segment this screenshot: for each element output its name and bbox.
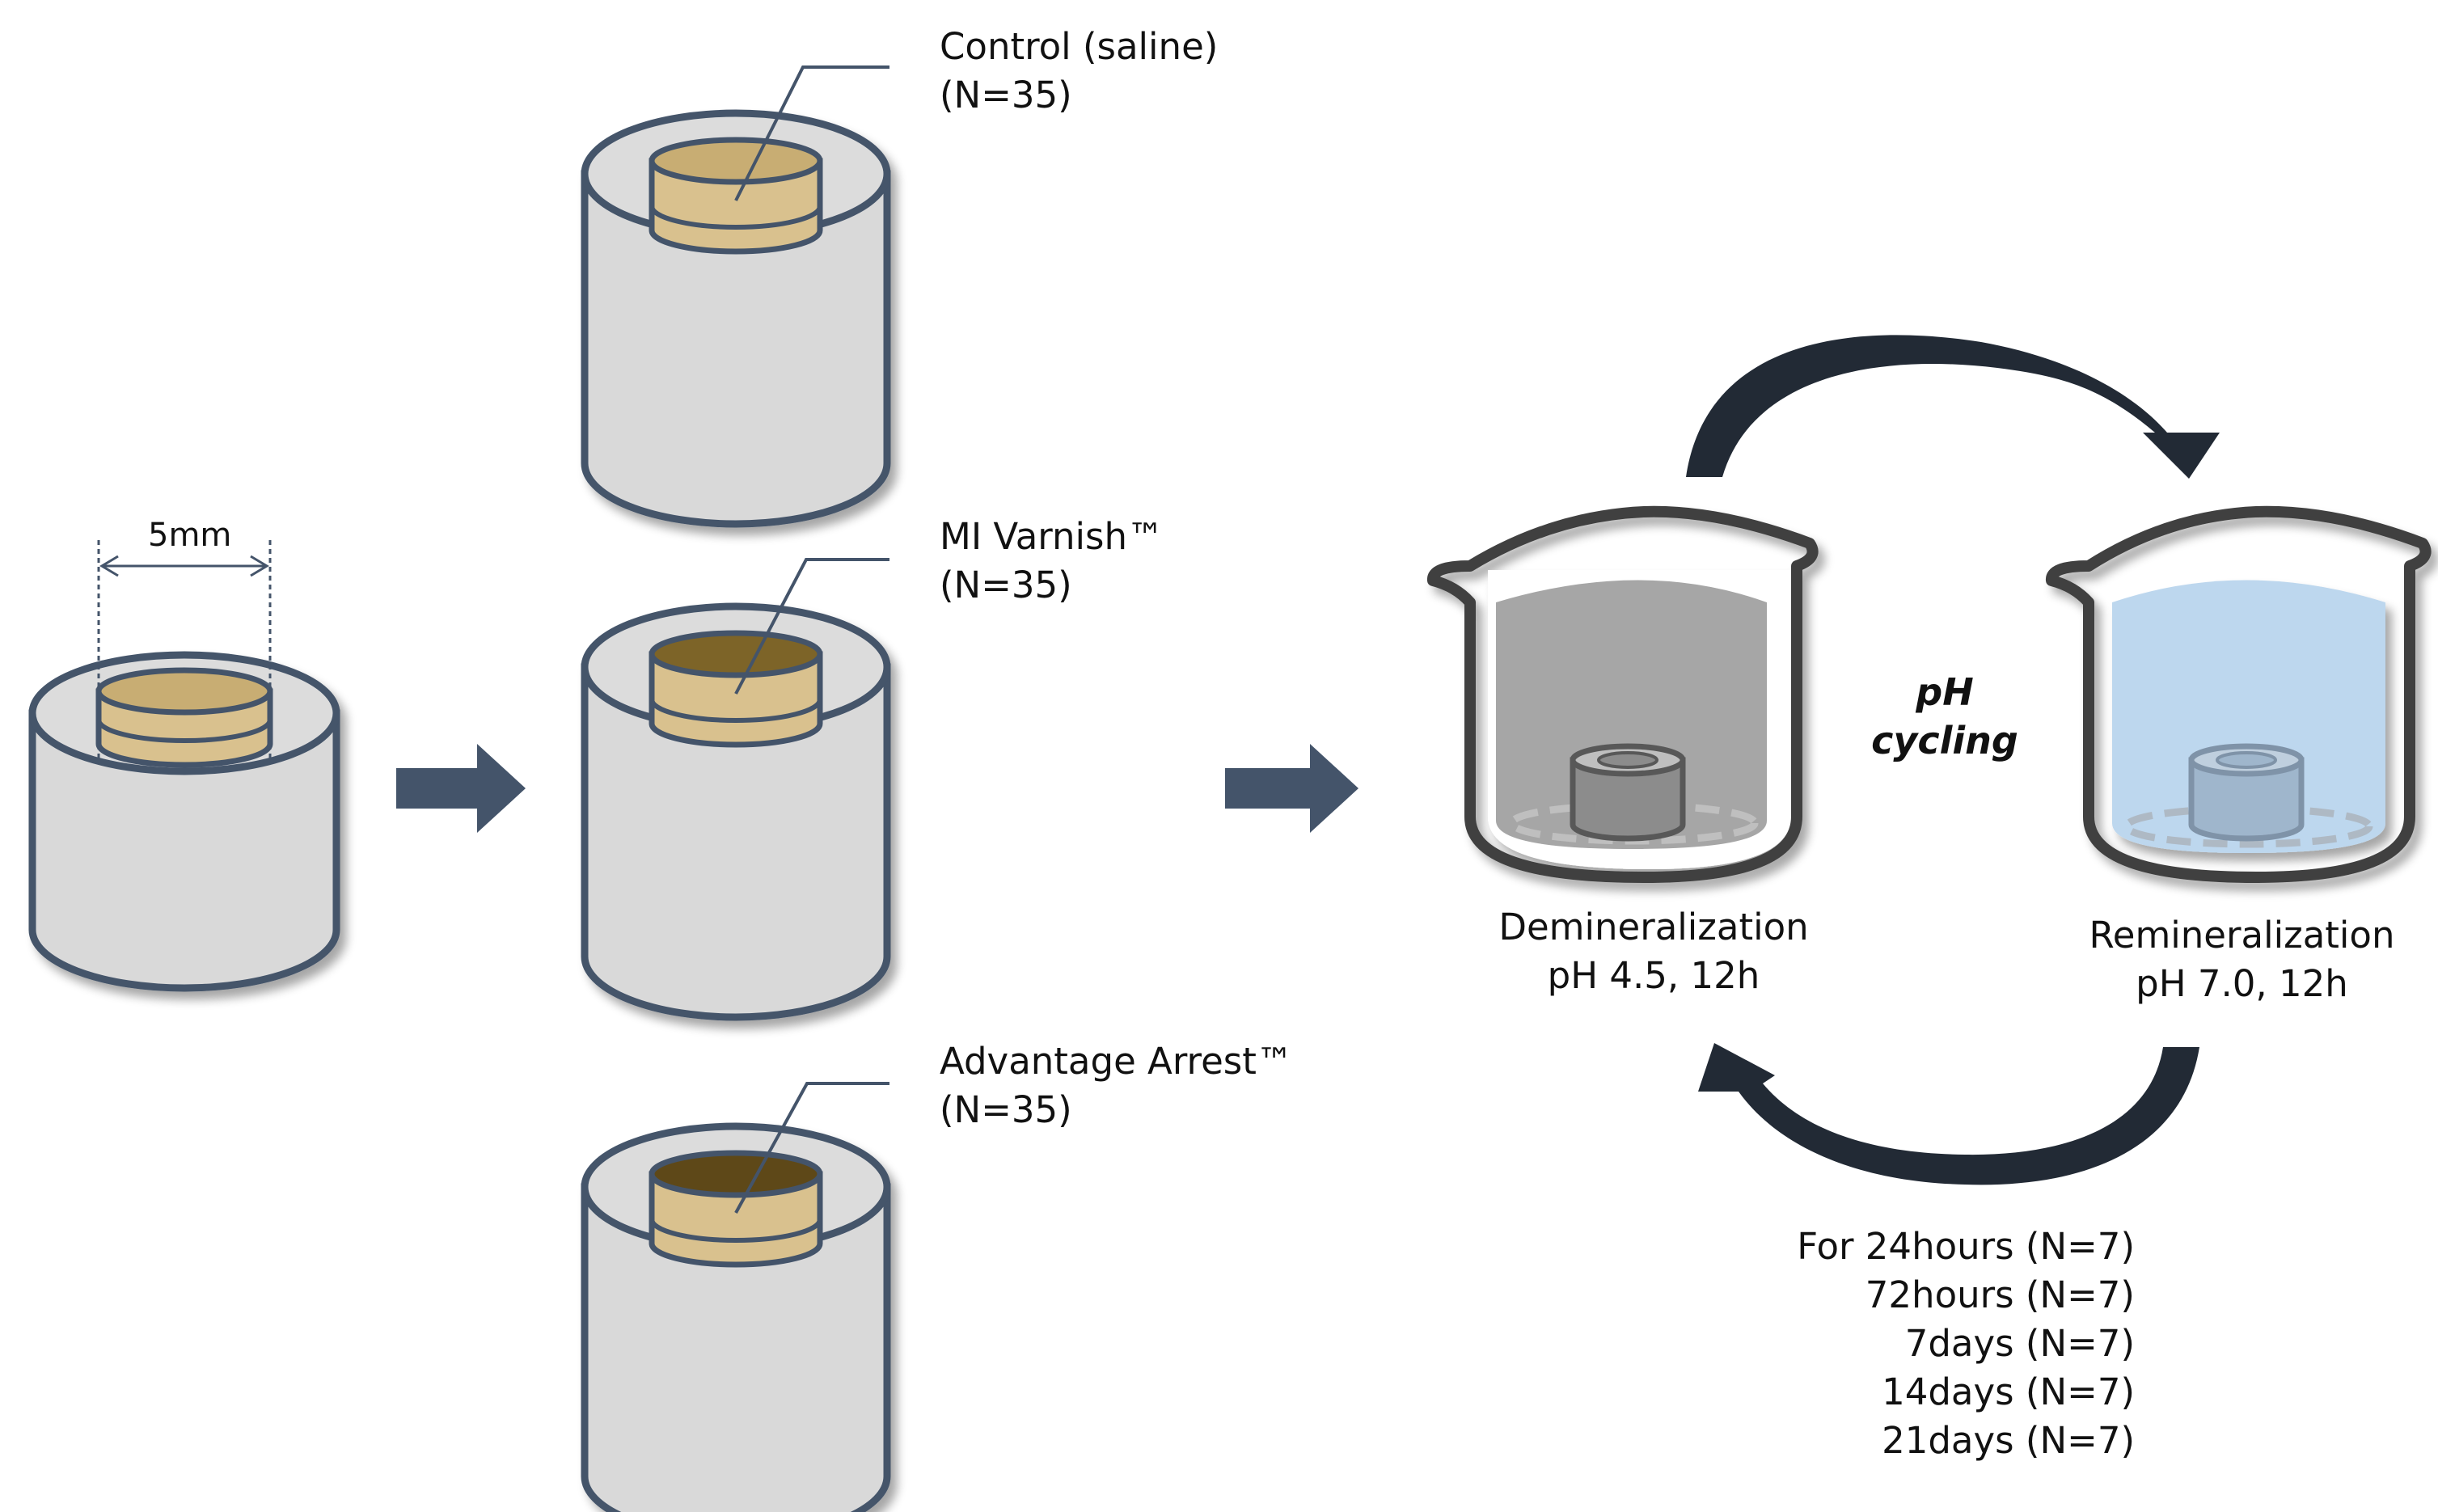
tooth-specimen xyxy=(95,667,273,768)
treated-surface-mi-varnish xyxy=(649,630,823,678)
treated-surface-advantage-arrest xyxy=(649,1150,823,1198)
demin-solution xyxy=(1496,580,1767,849)
duration-item: 72hours (N=7) xyxy=(1865,1273,2135,1316)
demineralization-beaker xyxy=(1427,505,1819,883)
duration-item: 14days (N=7) xyxy=(1882,1371,2135,1413)
demineralization-condition: pH 4.5, 12h xyxy=(1547,954,1760,997)
cycle-arrow-bottom xyxy=(1698,1043,2199,1185)
right-arrow-1 xyxy=(396,744,526,833)
cycle-arrow-top xyxy=(1686,335,2220,479)
group-label-control: Control (saline) (N=35) xyxy=(940,23,1218,120)
ph-cycling-label: pH cycling xyxy=(1871,670,2018,762)
group-sample-size: (N=35) xyxy=(940,564,1072,606)
duration-item: 21days (N=7) xyxy=(1882,1419,2135,1462)
duration-item: 7days (N=7) xyxy=(1904,1322,2135,1365)
demineralization-label: Demineralization pH 4.5, 12h xyxy=(1460,903,1848,1000)
group-name: MI Varnish™ xyxy=(940,515,1164,558)
remineralization-title: Remineralization xyxy=(2089,914,2395,957)
group-sample-size: (N=35) xyxy=(940,74,1072,116)
tooth-specimen-advantage-arrest xyxy=(649,1150,823,1268)
remineralization-beaker xyxy=(2046,505,2432,883)
duration-list: For 24hours (N=7) 72hours (N=7) 7days (N… xyxy=(1747,1223,2135,1465)
tooth-specimen-control xyxy=(649,137,823,255)
group-name: Advantage Arrest™ xyxy=(940,1040,1293,1083)
remineralization-condition: pH 7.0, 12h xyxy=(2136,962,2348,1005)
remin-solution xyxy=(2112,580,2385,853)
group-sample-size: (N=35) xyxy=(940,1088,1072,1131)
remineralization-label: Remineralization pH 7.0, 12h xyxy=(2054,911,2430,1008)
group-label-advantage-arrest: Advantage Arrest™ (N=35) xyxy=(940,1037,1293,1134)
demineralization-title: Demineralization xyxy=(1498,906,1809,948)
dimension-label: 5mm xyxy=(148,517,232,554)
leader-lines xyxy=(734,65,889,1214)
group-label-mi-varnish: MI Varnish™ (N=35) xyxy=(940,513,1164,610)
duration-item: For 24hours (N=7) xyxy=(1797,1225,2135,1268)
treated-surface-control xyxy=(649,137,823,185)
group-name: Control (saline) xyxy=(940,25,1219,68)
right-arrow-2 xyxy=(1225,744,1358,833)
tooth-specimen-mi-varnish xyxy=(649,630,823,748)
dimension-marker xyxy=(97,540,272,760)
